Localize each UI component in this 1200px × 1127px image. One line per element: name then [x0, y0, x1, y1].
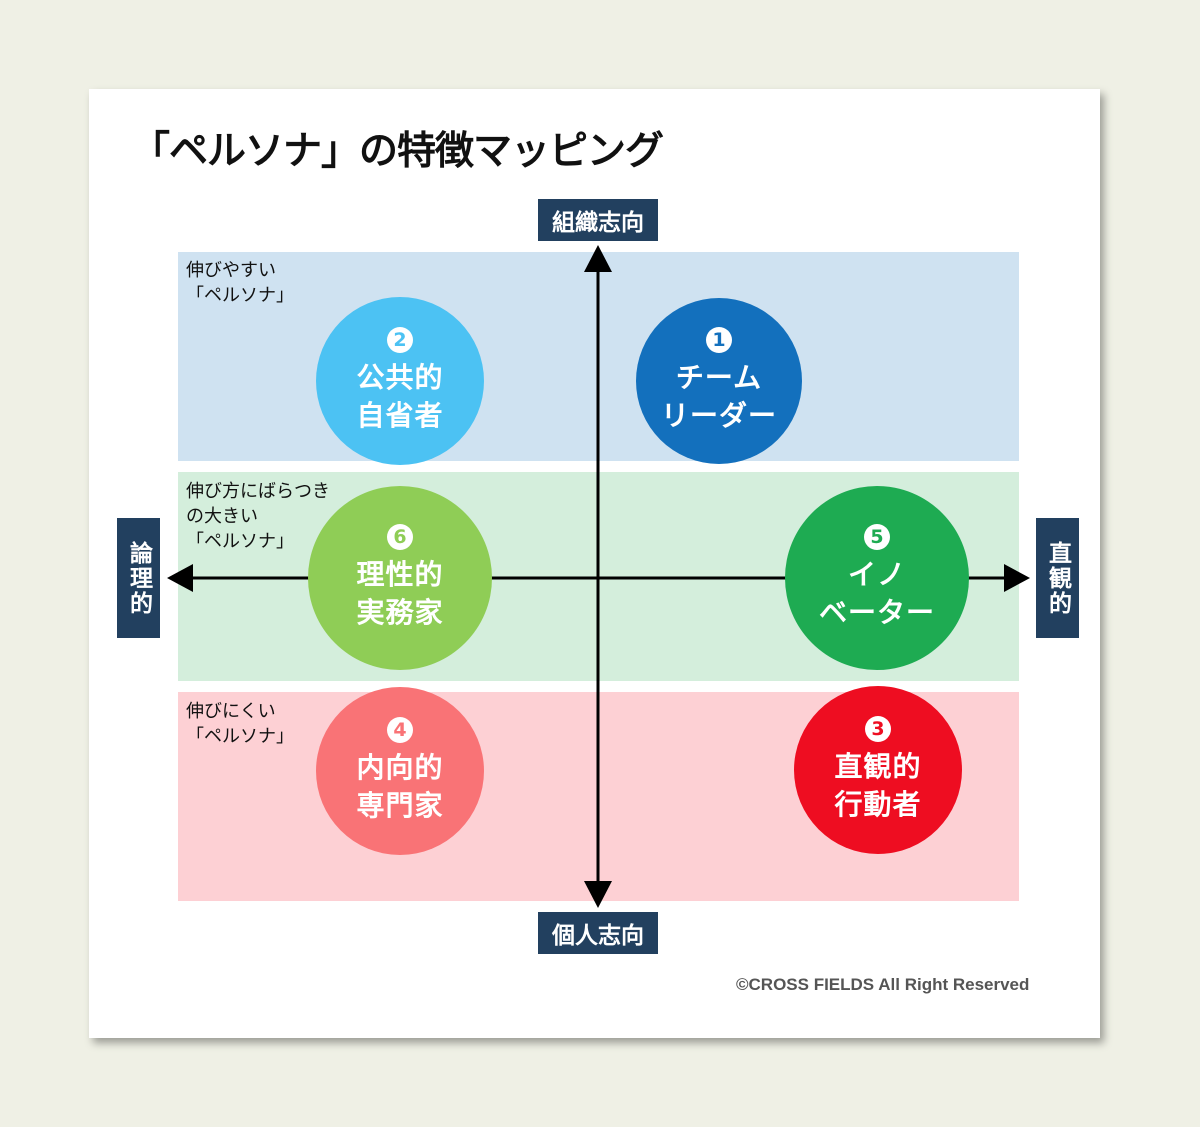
persona-innovator: 5 イノ ベーター — [785, 486, 969, 670]
band-label-variable-growth: 伸び方にばらつき の大きい 「ペルソナ」 — [186, 481, 330, 552]
persona-rational-practitioner: 6 理性的 実務家 — [308, 486, 492, 670]
persona-name: 公共的 自省者 — [356, 361, 444, 432]
persona-team-leader: 1 チーム リーダー — [636, 298, 802, 464]
copyright-text: ©CROSS FIELDS All Right Reserved — [736, 975, 1030, 994]
arrow-up-icon — [584, 245, 612, 272]
persona-number: 5 — [864, 524, 890, 550]
persona-number: 6 — [387, 524, 413, 550]
persona-name: 直観的 行動者 — [834, 750, 922, 821]
axis-label-left: 論理的 — [117, 518, 160, 638]
diagram-title: 「ペルソナ」の特徴マッピング — [131, 129, 664, 174]
persona-name: イノ ベーター — [818, 558, 935, 629]
persona-number: 2 — [387, 327, 413, 353]
persona-number: 3 — [865, 716, 891, 742]
persona-public-reflector: 2 公共的 自省者 — [316, 297, 484, 465]
persona-name: チーム リーダー — [660, 361, 777, 432]
axis-label-top: 組織志向 — [538, 199, 658, 241]
band-label-easy-to-grow: 伸びやすい 「ペルソナ」 — [186, 260, 294, 306]
arrow-left-icon — [167, 564, 193, 592]
arrow-right-icon — [1004, 564, 1030, 592]
persona-number: 4 — [387, 717, 413, 743]
arrow-down-icon — [584, 881, 612, 908]
persona-introverted-specialist: 4 内向的 専門家 — [316, 687, 484, 855]
band-label-hard-to-grow: 伸びにくい 「ペルソナ」 — [186, 701, 294, 747]
persona-intuitive-actor: 3 直観的 行動者 — [794, 686, 962, 854]
persona-name: 理性的 実務家 — [356, 558, 444, 629]
persona-number: 1 — [706, 327, 732, 353]
persona-name: 内向的 専門家 — [356, 751, 444, 822]
axis-label-right: 直観的 — [1036, 518, 1079, 638]
axis-label-bottom: 個人志向 — [538, 912, 658, 954]
